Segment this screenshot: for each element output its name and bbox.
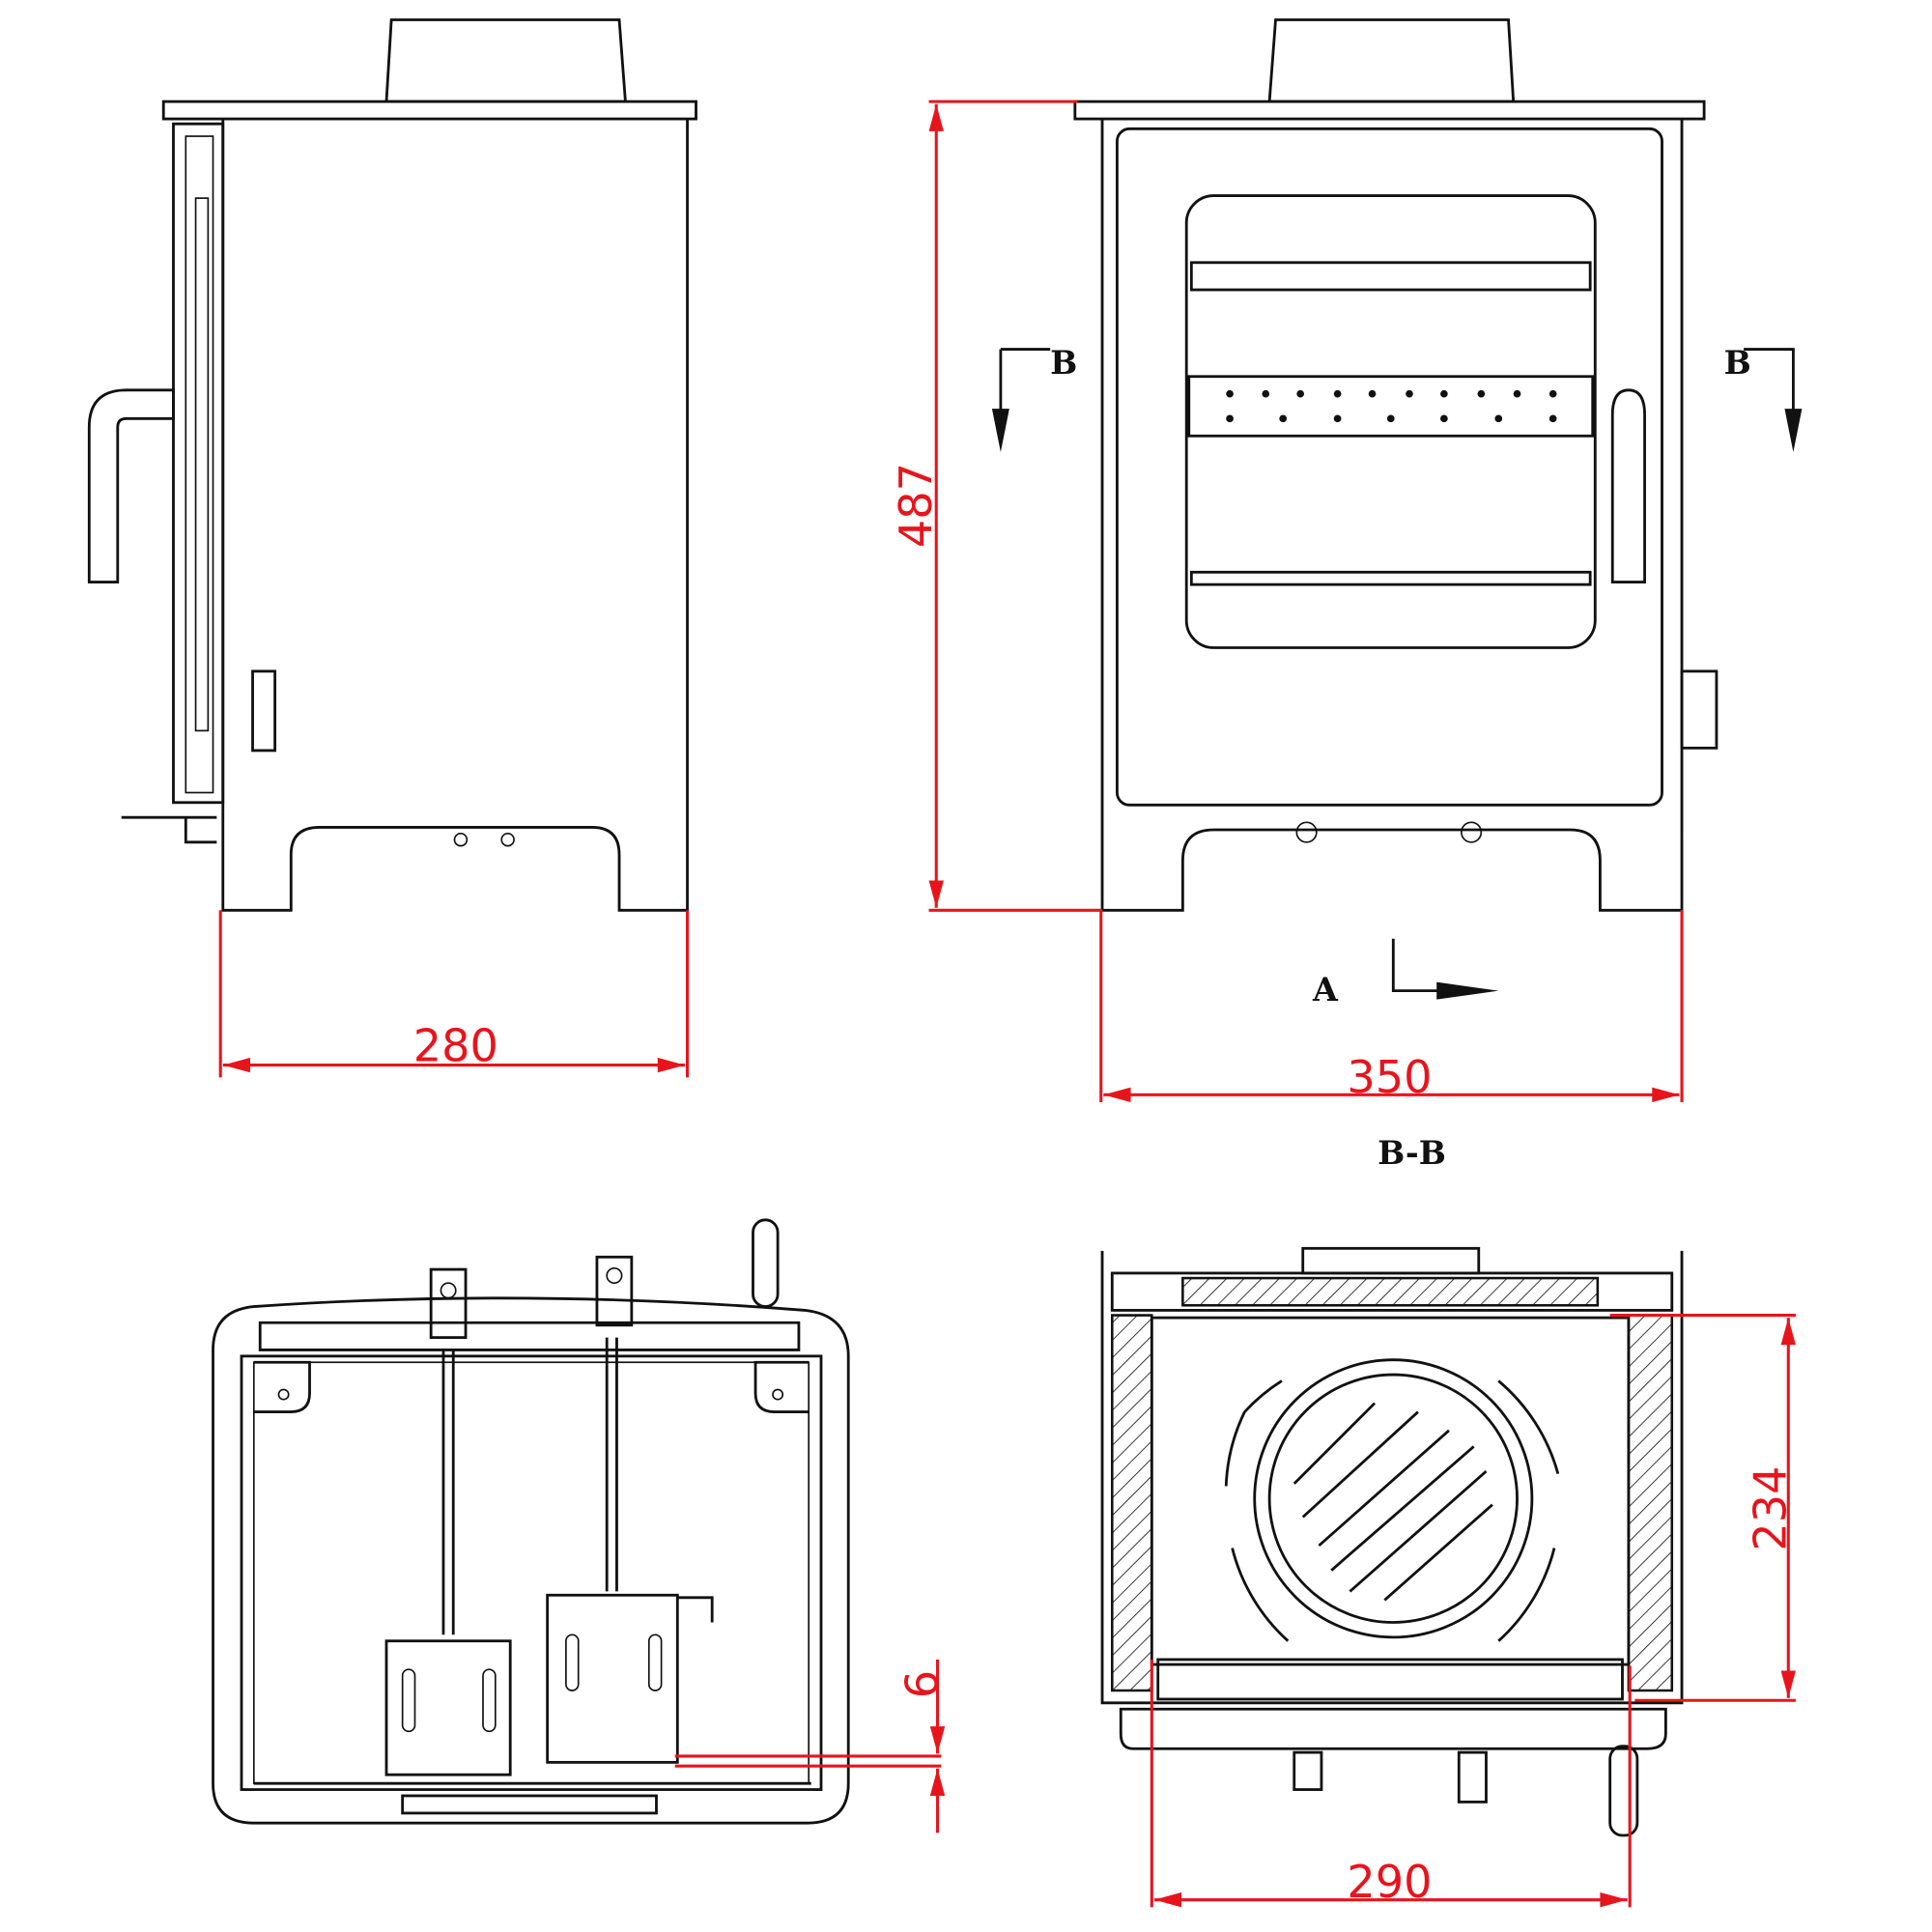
dimension-plan-offset: 6 (896, 1670, 949, 1698)
dimension-section-width: 290 (1347, 1856, 1432, 1908)
dimension-front-width: 350 (1347, 1051, 1432, 1103)
plan-view: 6 (212, 1218, 949, 1833)
section-mark-right: B (1724, 344, 1751, 382)
section-mark-left: B (1050, 344, 1077, 382)
dimension-front-height: 487 (890, 463, 942, 548)
side-view: 280 (87, 18, 697, 1078)
front-view: B B A 487 350 (890, 18, 1803, 1103)
section-view: 234 290 (1100, 1246, 1797, 1908)
view-mark-a: A (1312, 971, 1339, 1009)
section-title: B-B (1378, 1134, 1446, 1172)
dimension-section-depth: 234 (1745, 1465, 1797, 1550)
dimension-side-depth: 280 (413, 1020, 498, 1072)
